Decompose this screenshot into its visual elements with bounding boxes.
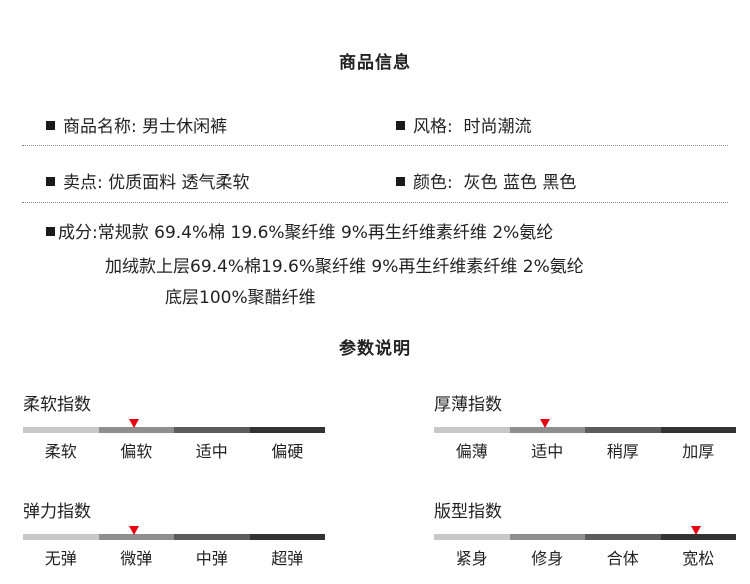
composition-label: 成分: [58, 223, 98, 243]
scale-segment [585, 534, 661, 540]
fit-label: 修身 [531, 549, 564, 568]
fit-label: 合体 [606, 549, 639, 568]
color-label: 颜色: [413, 173, 453, 193]
params-title: 参数说明 [339, 339, 411, 359]
composition-line-3: 底层100%聚醋纤维 [165, 288, 316, 308]
fit-label: 紧身 [455, 549, 488, 568]
scale-segment [660, 534, 736, 540]
elasticity-label: 无弹 [44, 549, 77, 568]
bullet-square-icon [46, 177, 55, 186]
thickness-index-title: 厚薄指数 [434, 395, 502, 415]
scale-segment [23, 534, 99, 540]
product-name-value: 男士休闲裤 [142, 117, 228, 137]
scale-segment [509, 534, 585, 540]
scale-segment [434, 427, 510, 433]
softness-label: 适中 [195, 442, 228, 461]
scale-segment [98, 427, 174, 433]
elasticity-scale-labels: 无弹 微弹 中弹 超弹 [23, 549, 325, 569]
color-value: 灰色 蓝色 黑色 [463, 173, 577, 193]
product-info-title: 商品信息 [339, 53, 411, 73]
scale-segment [509, 427, 585, 433]
style-value: 时尚潮流 [463, 117, 532, 137]
elasticity-index-title: 弹力指数 [23, 502, 91, 522]
selling-point-label: 卖点: [63, 173, 103, 193]
softness-label: 柔软 [44, 442, 77, 461]
thickness-label: 适中 [531, 442, 564, 461]
fit-scale-labels: 紧身 修身 合体 宽松 [434, 549, 736, 569]
elasticity-label: 微弹 [120, 549, 153, 568]
elasticity-index: 无弹 微弹 中弹 超弹 [23, 526, 325, 569]
thickness-index: 偏薄 适中 稍厚 加厚 [434, 419, 736, 462]
scale-segment [249, 534, 325, 540]
scale-segment [585, 427, 661, 433]
softness-scale-labels: 柔软 偏软 适中 偏硬 [23, 442, 325, 462]
color-row: 颜色: 灰色 蓝色 黑色 [396, 173, 576, 193]
scale-segment [249, 427, 325, 433]
softness-label: 偏软 [120, 442, 153, 461]
scale-segment [660, 427, 736, 433]
selling-point-value: 优质面料 透气柔软 [108, 173, 250, 193]
fit-label: 宽松 [682, 549, 715, 568]
style-row: 风格: 时尚潮流 [396, 117, 532, 137]
composition-line-2: 加绒款上层69.4%棉19.6%聚纤维 9%再生纤维素纤维 2%氨纶 [105, 257, 584, 277]
elasticity-label: 中弹 [195, 549, 228, 568]
fit-index: 紧身 修身 合体 宽松 [434, 526, 736, 569]
style-label: 风格: [413, 117, 453, 137]
thickness-scale-labels: 偏薄 适中 稍厚 加厚 [434, 442, 736, 462]
bullet-square-icon [46, 121, 55, 130]
thickness-scale-bar [434, 427, 736, 433]
divider [22, 145, 728, 146]
selling-point-row: 卖点: 优质面料 透气柔软 [46, 173, 250, 193]
softness-label: 偏硬 [271, 442, 304, 461]
scale-segment [98, 534, 174, 540]
fit-scale-bar [434, 534, 736, 540]
softness-scale-bar [23, 427, 325, 433]
fit-marker-icon [690, 526, 701, 535]
composition-value-1: 常规款 69.4%棉 19.6%聚纤维 9%再生纤维素纤维 2%氨纶 [97, 223, 554, 243]
thickness-marker-icon [539, 419, 550, 428]
softness-marker-icon [128, 419, 139, 428]
bullet-square-icon [396, 177, 405, 186]
elasticity-scale-bar [23, 534, 325, 540]
bullet-square-icon [396, 121, 405, 130]
fit-index-title: 版型指数 [434, 502, 502, 522]
scale-segment [174, 534, 250, 540]
softness-index: 柔软 偏软 适中 偏硬 [23, 419, 325, 462]
scale-segment [23, 427, 99, 433]
thickness-label: 偏薄 [455, 442, 488, 461]
bullet-square-icon [46, 227, 55, 236]
product-name-label: 商品名称: [63, 117, 137, 137]
scale-segment [174, 427, 250, 433]
thickness-label: 稍厚 [606, 442, 639, 461]
elasticity-label: 超弹 [271, 549, 304, 568]
softness-index-title: 柔软指数 [23, 395, 91, 415]
thickness-label: 加厚 [682, 442, 715, 461]
divider [22, 202, 728, 203]
scale-segment [434, 534, 510, 540]
product-name-row: 商品名称: 男士休闲裤 [46, 117, 227, 137]
composition-line-1: 成分:常规款 69.4%棉 19.6%聚纤维 9%再生纤维素纤维 2%氨纶 [46, 223, 553, 243]
elasticity-marker-icon [128, 526, 139, 535]
